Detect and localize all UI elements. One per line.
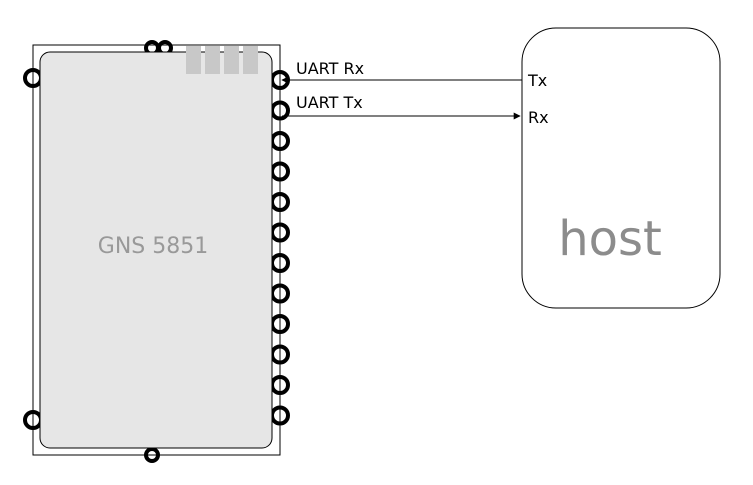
host-tx-label: Tx	[527, 71, 547, 90]
module-bottom-pads	[144, 447, 160, 463]
host-box	[521, 27, 721, 309]
module-name: GNS 5851	[98, 234, 208, 259]
uart-tx-label: UART Tx	[296, 93, 363, 112]
module-pad-blocks	[186, 46, 258, 74]
host-rx-label: Rx	[528, 108, 549, 127]
host-name: host	[558, 211, 662, 267]
module-body	[39, 51, 273, 449]
uart-rx-label: UART Rx	[296, 59, 364, 78]
